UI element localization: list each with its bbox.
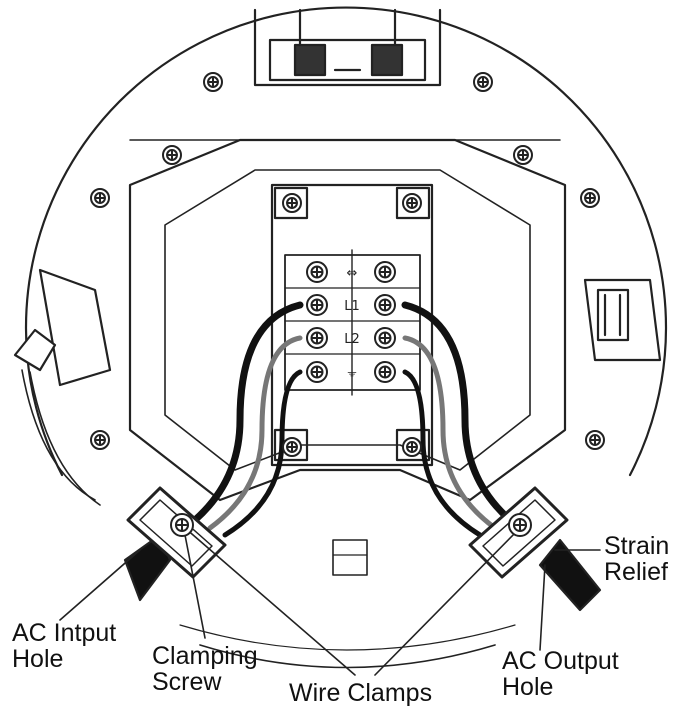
left-clamping-screw-icon [170, 513, 194, 537]
left-latch [13, 268, 112, 506]
terminal-mark-l2: L2 [344, 332, 360, 347]
terminal-mark-ground: ⏚ [345, 365, 358, 380]
terminal-screw-icon [306, 361, 328, 383]
mounting-screws [90, 72, 605, 457]
mounting-screw-icon [162, 145, 182, 165]
terminal-screw-icon [374, 261, 396, 283]
label-clamping-screw: Clamping Screw [152, 642, 258, 696]
right-latch [583, 278, 662, 362]
terminal-mark-link: ⇔ [347, 266, 358, 281]
terminal-mark-l1: L1 [344, 299, 360, 314]
mounting-screw-icon [282, 193, 302, 213]
terminal-screw-icon [374, 294, 396, 316]
terminal-screw-icon [374, 361, 396, 383]
input-wires [191, 301, 304, 538]
input-cable [123, 533, 172, 602]
right-clamping-screw-icon [508, 513, 532, 537]
housing-outline [24, 6, 668, 477]
mounting-screw-icon [513, 145, 533, 165]
terminal-screw-icon [306, 261, 328, 283]
label-ac-input-hole: AC Intput Hole [12, 619, 117, 673]
center-slot [332, 539, 368, 576]
mounting-screw-icon [473, 72, 493, 92]
mounting-screw-icon [90, 430, 110, 450]
clamping-screws [170, 513, 532, 537]
terminal-screw-icon [374, 327, 396, 349]
terminal-block [270, 183, 434, 467]
label-wire-clamps: Wire Clamps [289, 679, 433, 707]
partition-outline [128, 138, 567, 502]
label-strain-relief: Strain Relief [604, 532, 670, 586]
mounting-screw-icon [203, 72, 223, 92]
mounting-screw-icon [402, 437, 422, 457]
terminal-screw-icon [306, 327, 328, 349]
label-ac-output-hole: AC Output Hole [502, 647, 619, 701]
mounting-screw-icon [282, 437, 302, 457]
output-wires [401, 301, 514, 538]
mounting-screw-icon [90, 188, 110, 208]
terminal-screw-icon [306, 294, 328, 316]
mounting-screw-icon [402, 193, 422, 213]
mounting-screw-icon [585, 430, 605, 450]
mounting-screw-icon [580, 188, 600, 208]
top-connector [253, 8, 442, 87]
output-cable [538, 538, 602, 612]
leader-lines [59, 527, 601, 676]
